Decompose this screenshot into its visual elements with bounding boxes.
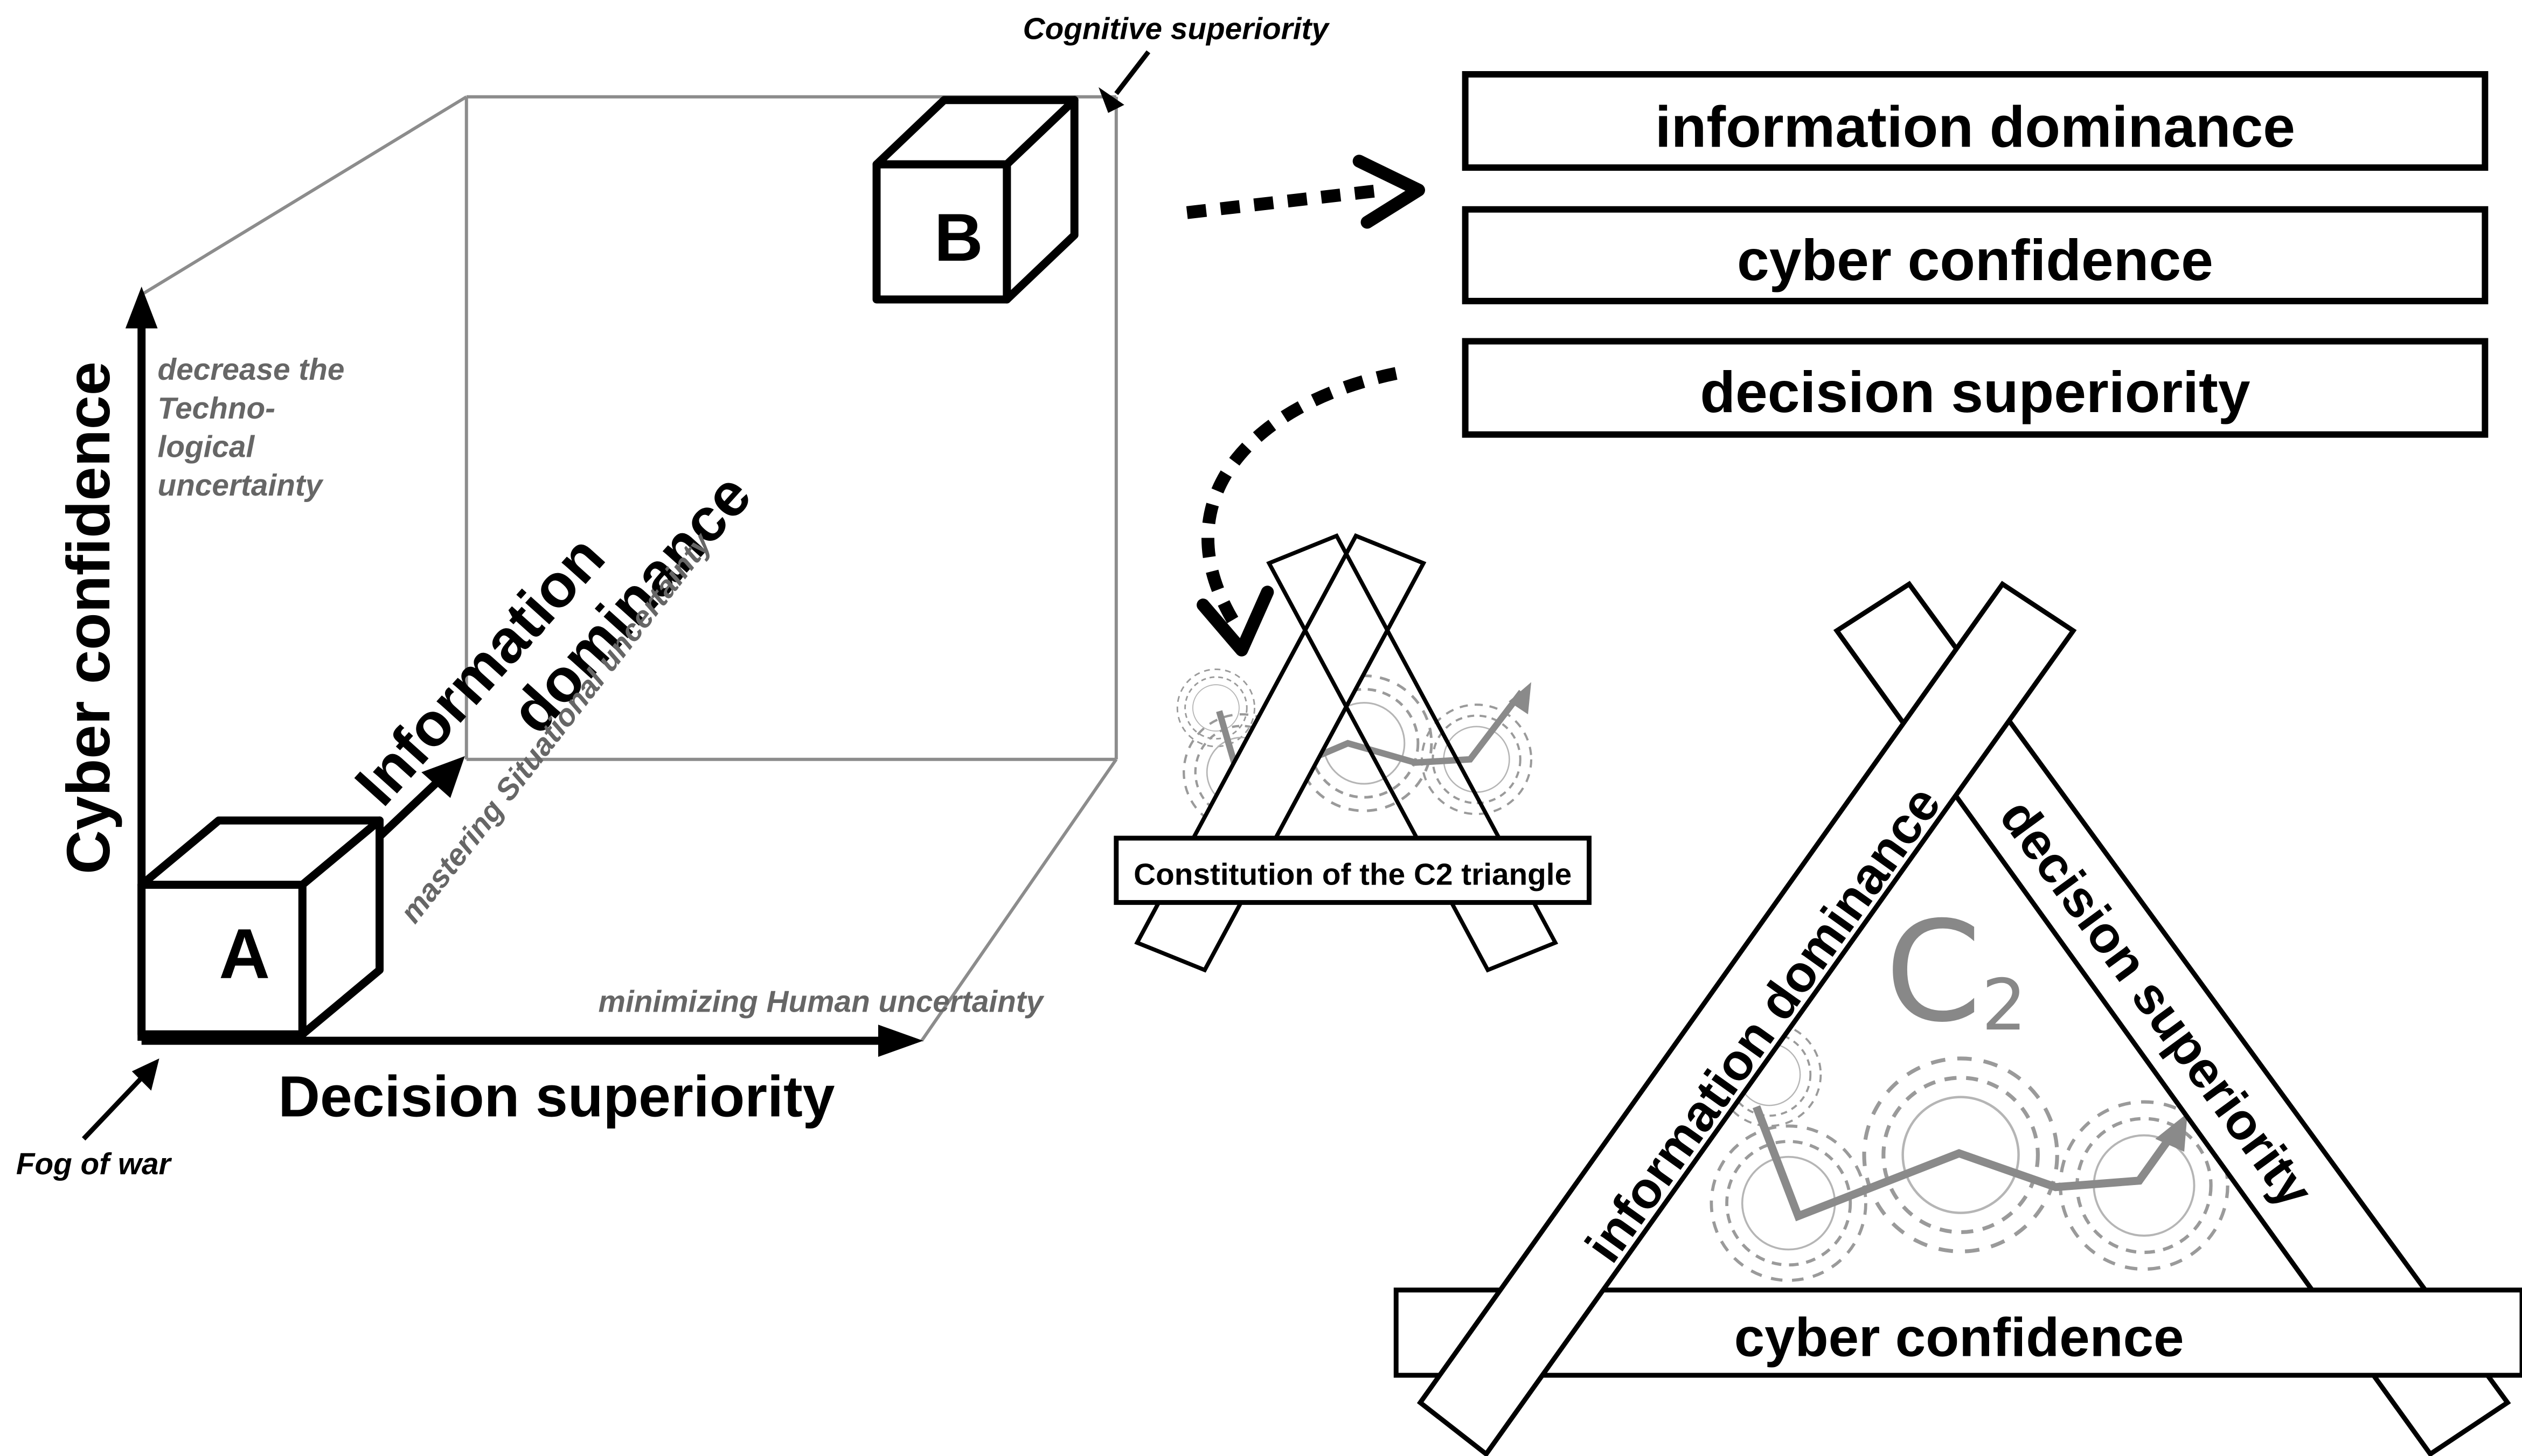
- cube-a: [137, 816, 384, 1039]
- callout-cognitive-superiority: Cognitive superiority: [1023, 12, 1330, 113]
- large-left-bar: [1416, 581, 2077, 1456]
- note-technological-line-3: logical: [158, 430, 255, 464]
- small-caption-label: Constitution of the C2 triangle: [1134, 858, 1572, 892]
- cube-b: [872, 96, 1079, 304]
- note-human-uncertainty: minimizing Human uncertainty: [599, 985, 1045, 1019]
- large-c2-triangle: C 2 decision superiority cyber confidenc…: [1393, 581, 2522, 1456]
- cognitive-superiority-label: Cognitive superiority: [1023, 12, 1330, 46]
- cube-frame: [141, 95, 1118, 1042]
- large-bottom-bar: [1393, 1287, 2522, 1378]
- box-decision-superiority-label: decision superiority: [1700, 360, 2250, 424]
- cube-b-label: B: [934, 199, 983, 275]
- dotted-arrow-to-triangle: [1197, 367, 1398, 657]
- axis-title-information-dominance: Information dominance: [342, 461, 765, 818]
- uncertainty-cube-diagram: A B Cyber confidence Decision superiorit…: [16, 12, 1330, 1181]
- axis-title-cyber-confidence: Cyber confidence: [54, 361, 123, 874]
- note-technological-line-2: Techno-: [158, 392, 275, 426]
- box-decision-superiority: decision superiority: [1462, 338, 2489, 438]
- small-right-bar: [1266, 533, 1559, 973]
- cube-a-label: A: [219, 914, 270, 993]
- large-bottom-bar-label: cyber confidence: [1734, 1306, 2184, 1368]
- axis-title-decision-superiority: Decision superiority: [278, 1064, 835, 1128]
- depth-axis-arrow: [377, 779, 441, 840]
- small-c2-triangle: Constitution of the C2 triangle: [1114, 533, 1592, 973]
- c2-center-letter: C: [1885, 891, 1982, 1053]
- dotted-arrow-to-boxes: [1186, 155, 1426, 229]
- large-triangle-trend-arrow: [1753, 1105, 2175, 1222]
- fog-of-war-label: Fog of war: [16, 1147, 172, 1181]
- note-technological-line-1: decrease the: [158, 353, 345, 387]
- note-technological-uncertainty: decrease the Techno- logical uncertainty: [158, 353, 345, 503]
- concept-box-list: information dominance cyber confidence d…: [1462, 71, 2489, 438]
- box-cyber-confidence: cyber confidence: [1462, 206, 2489, 304]
- note-technological-line-4: uncertainty: [158, 469, 324, 503]
- box-information-dominance: information dominance: [1462, 71, 2489, 171]
- box-cyber-confidence-label: cyber confidence: [1737, 228, 2213, 292]
- large-right-bar: [1833, 581, 2511, 1456]
- box-information-dominance-label: information dominance: [1655, 94, 2295, 159]
- callout-fog-of-war: Fog of war: [16, 1058, 172, 1181]
- c2-center-subscript: 2: [1982, 964, 2027, 1046]
- small-caption-box: [1114, 835, 1592, 905]
